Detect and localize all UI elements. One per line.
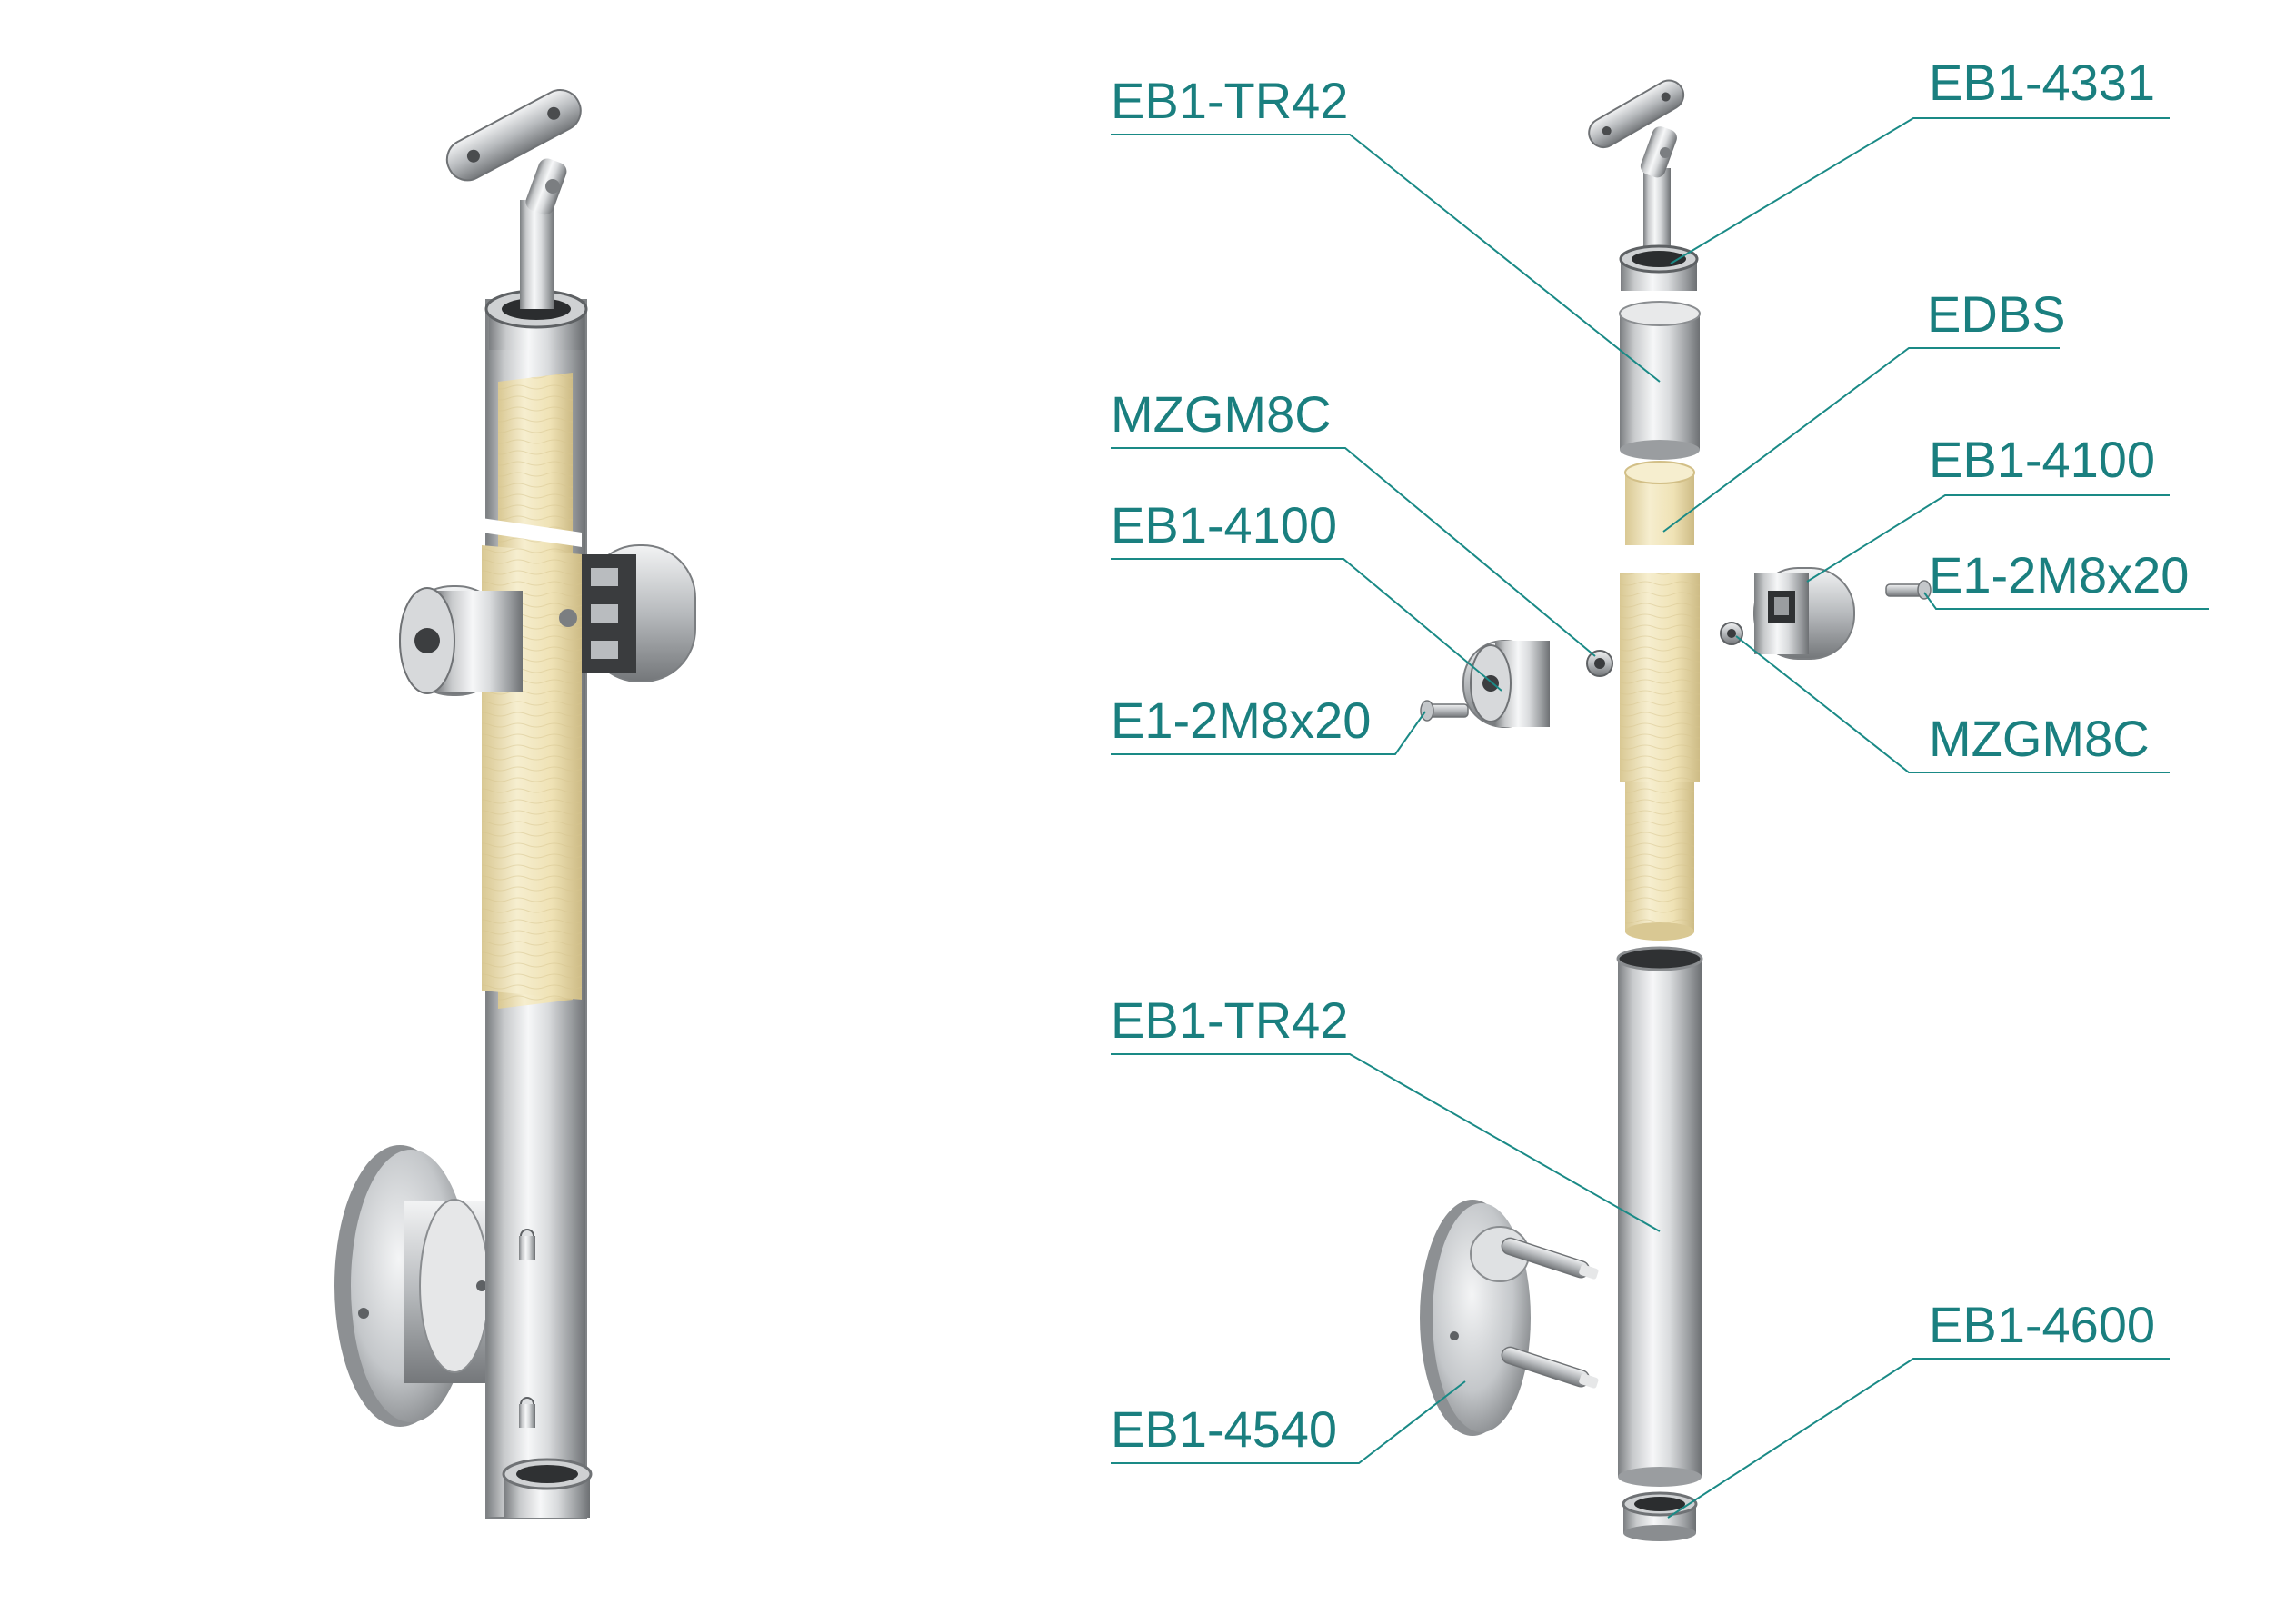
- bottom-cap-assembled: [502, 1458, 593, 1518]
- leader-b4540: [1111, 1380, 1466, 1464]
- handrail-adapter: [1588, 79, 1685, 268]
- leader-b4600: [1667, 1358, 2170, 1519]
- glass-clamp-right: [1753, 567, 1855, 660]
- exploded-post: [1420, 79, 1932, 1541]
- label-tr42-bottom: EB1-TR42: [1111, 991, 1348, 1049]
- nut-right: [1720, 622, 1743, 645]
- bottom-cap: [1622, 1491, 1698, 1541]
- label-mzgm8c-right: MZGM8C: [1929, 710, 2150, 767]
- label-b4600: EB1-4600: [1929, 1296, 2155, 1353]
- leader-edbs: [1662, 347, 2060, 533]
- leader-e1-right: [1923, 592, 2209, 610]
- label-b4540: EB1-4540: [1111, 1400, 1337, 1458]
- glass-clamp-left: [1462, 640, 1550, 728]
- top-cap: [1619, 244, 1699, 291]
- assembled-post: [334, 89, 696, 1519]
- leader-mzgm8c-left: [1111, 447, 1596, 657]
- lower-tube: [1616, 946, 1703, 1487]
- wall-flange-assembled: [334, 1145, 532, 1427]
- label-edbs: EDBS: [1927, 285, 2066, 343]
- leader-b4100-right: [1806, 494, 2170, 583]
- handrail-adapter-assembled: [445, 89, 582, 309]
- leader-tr42-bottom: [1111, 1053, 1661, 1232]
- label-b4100-left: EB1-4100: [1111, 496, 1337, 553]
- label-e1-left: E1-2M8x20: [1111, 692, 1371, 749]
- leader-tr42-top: [1111, 134, 1661, 383]
- leader-b4331: [1670, 117, 2170, 264]
- label-b4331: EB1-4331: [1929, 54, 2155, 111]
- glass-clamp-left-assembled: [399, 585, 523, 696]
- label-b4100-right: EB1-4100: [1929, 431, 2155, 488]
- leader-e1-left: [1111, 711, 1426, 755]
- screw-right: [1885, 580, 1932, 600]
- glass-clamp-right-assembled: [559, 544, 696, 682]
- label-tr42-top: EB1-TR42: [1111, 72, 1348, 129]
- label-e1-right: E1-2M8x20: [1929, 546, 2189, 603]
- screw-left: [1420, 700, 1469, 722]
- leader-b4100-left: [1111, 558, 1502, 692]
- nut-left: [1586, 650, 1613, 677]
- label-mzgm8c-left: MZGM8C: [1111, 385, 1332, 443]
- wooden-insert: [1620, 461, 1700, 941]
- wall-flange: [1420, 1200, 1599, 1436]
- leader-mzgm8c-right: [1735, 635, 2170, 773]
